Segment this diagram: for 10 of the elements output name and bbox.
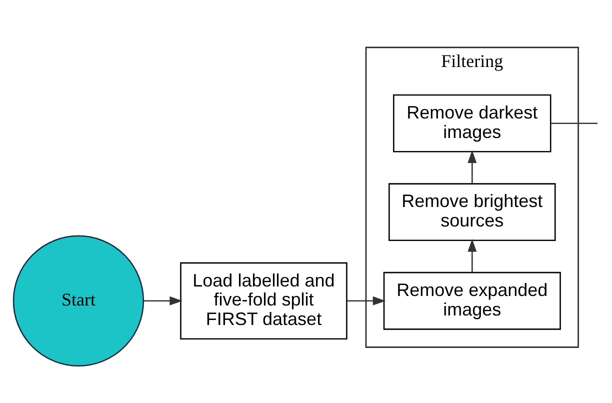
- node-box: Remove expanded images: [383, 272, 561, 330]
- node-circle: Start: [12, 235, 144, 366]
- connector: [550, 122, 598, 124]
- arrow: [346, 296, 386, 306]
- node-box: Remove darkest images: [393, 94, 552, 152]
- arrow: [468, 150, 477, 184]
- node-box: Remove brightest sources: [388, 183, 556, 242]
- node-box: Load labelled and five-fold split FIRST dataset: [180, 262, 348, 340]
- arrow: [468, 238, 477, 272]
- arrow: [144, 296, 183, 306]
